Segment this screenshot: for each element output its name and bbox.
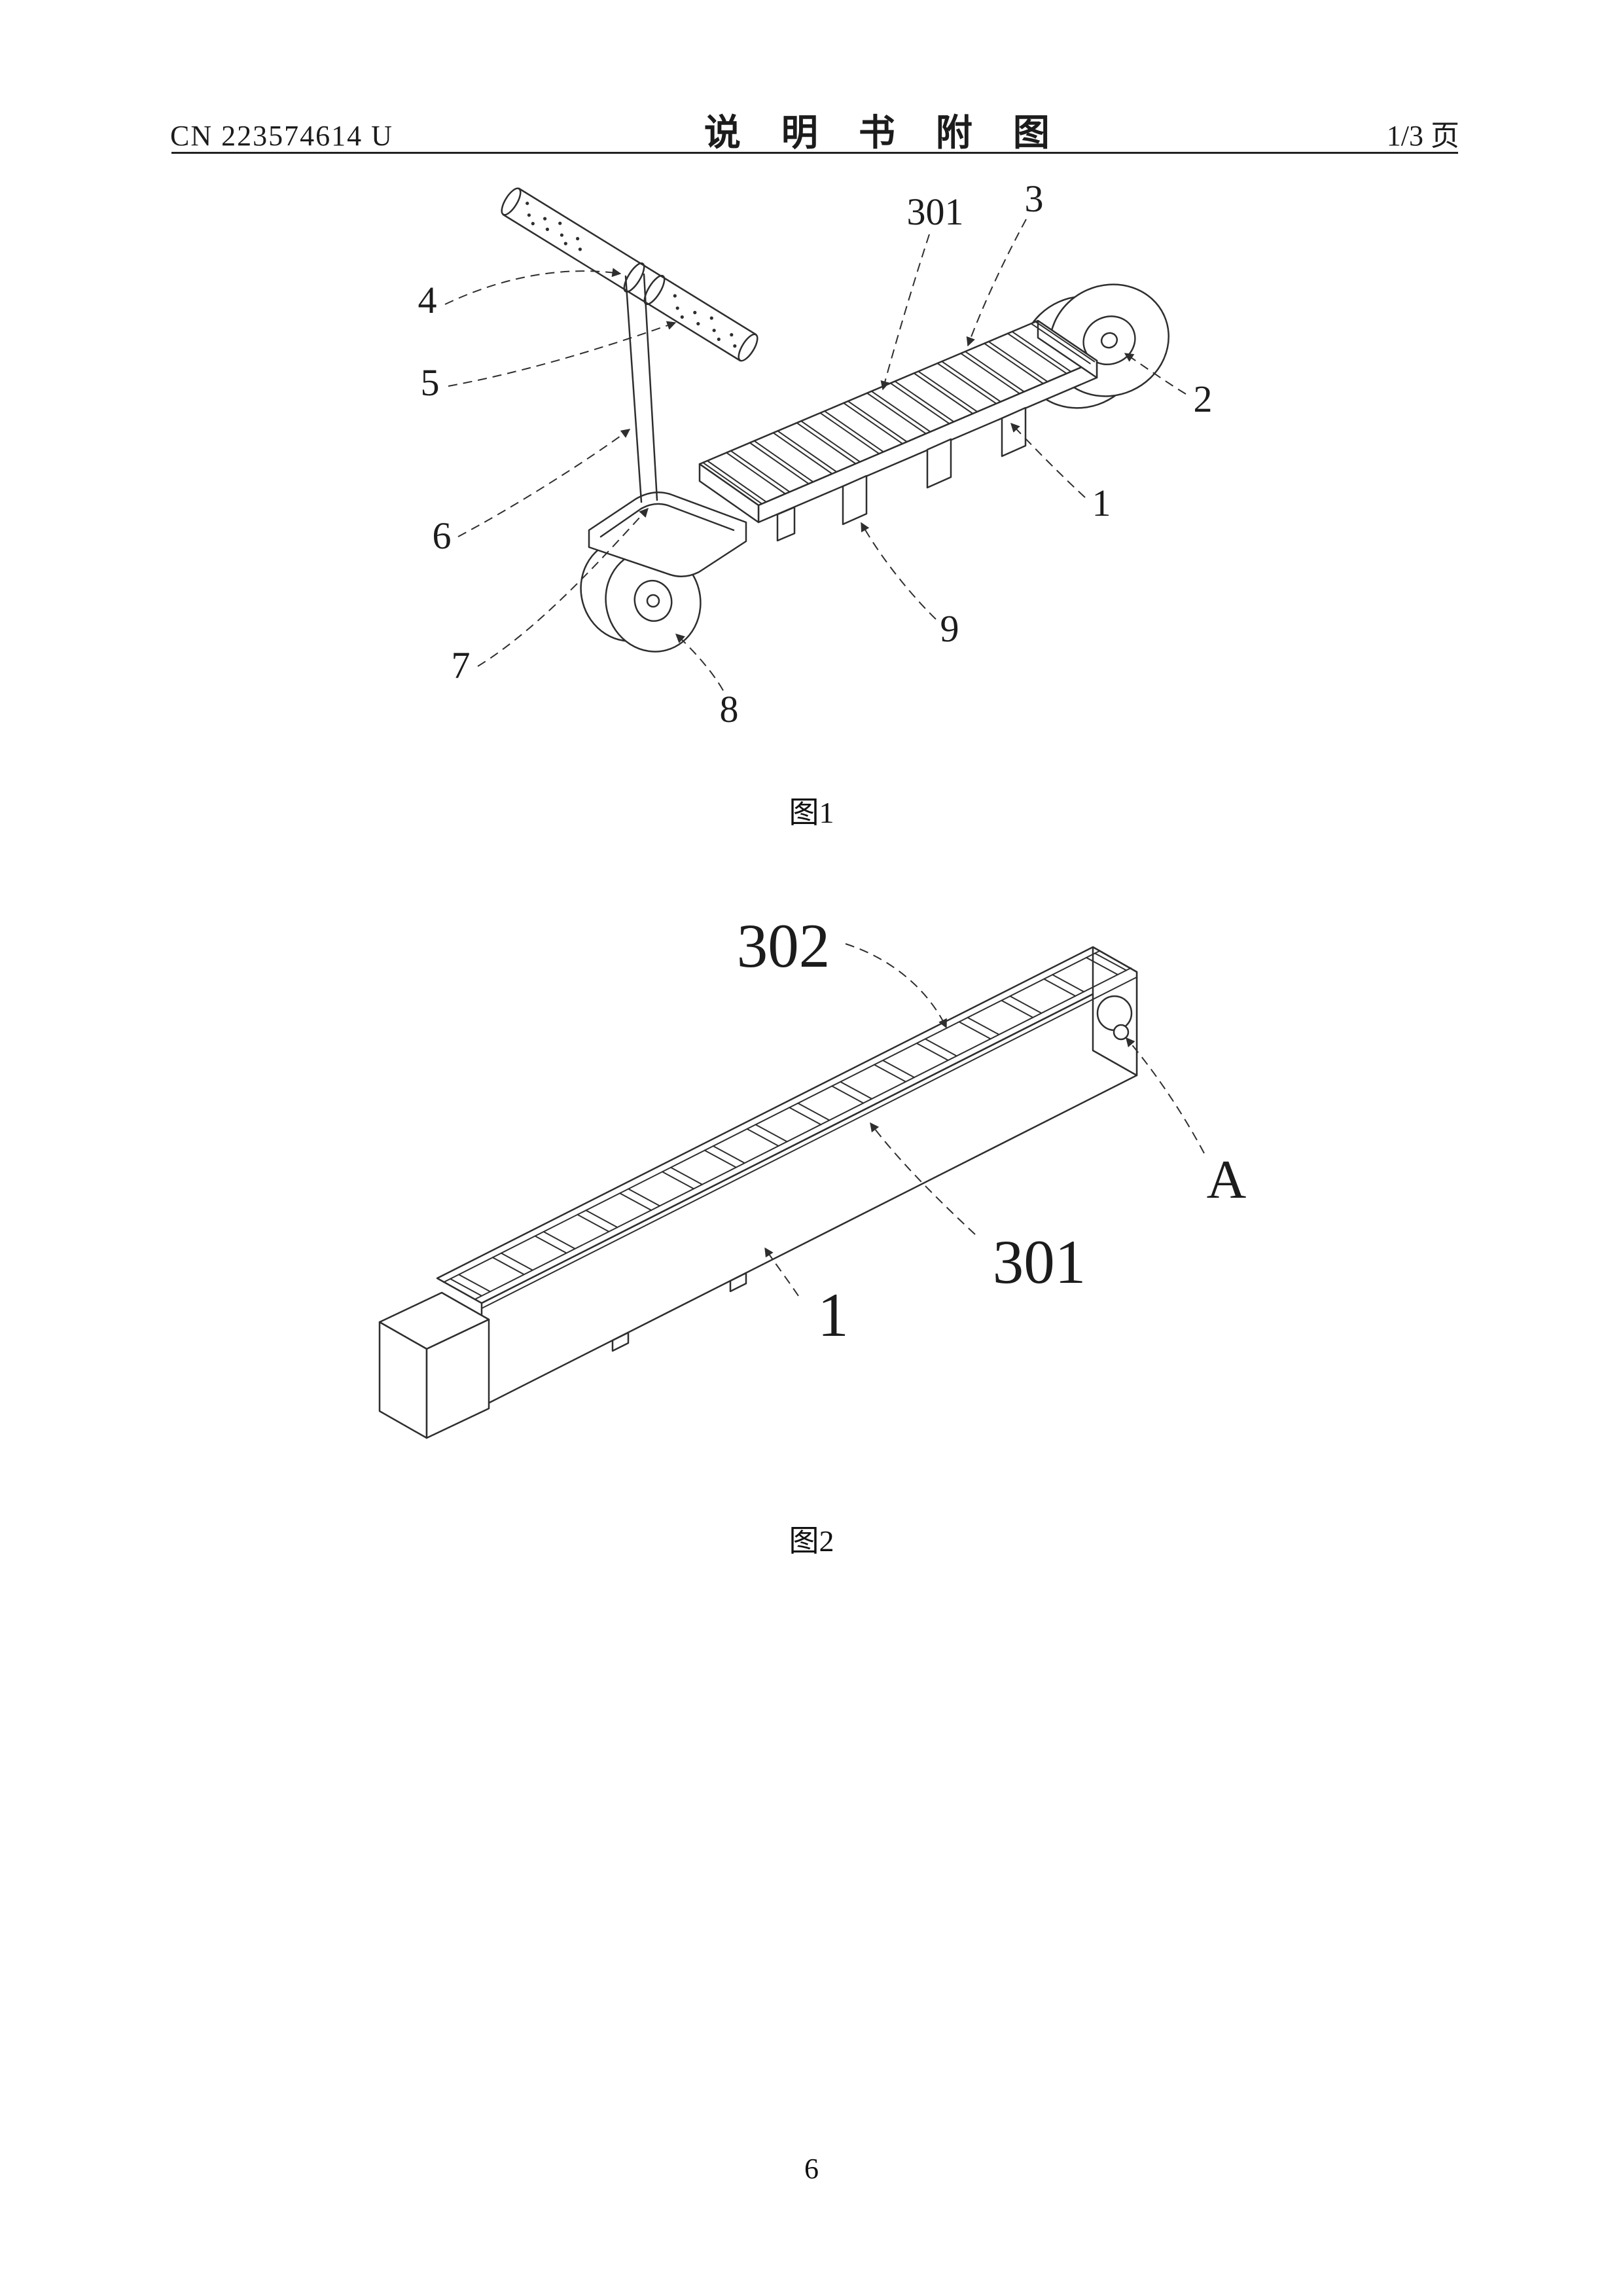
fig1-leader-2 [1124, 353, 1186, 395]
left-grip-texture [526, 202, 582, 251]
fig1-leader-301 [880, 234, 930, 391]
fig2-label-302: 302 [737, 911, 830, 980]
fig1-label-7: 7 [452, 644, 471, 687]
page-header: CN 223574614 U 说明书附图 1/3 页 [170, 103, 1459, 156]
fig1-leader-8 [675, 634, 724, 691]
page-indicator: 1/3 页 [1386, 120, 1459, 152]
ladder-rungs [450, 952, 1127, 1297]
fig1-label-3: 3 [1025, 177, 1044, 220]
ramp-beam [436, 946, 1138, 1408]
handlebar [501, 187, 758, 362]
fig1-leader-5 [448, 321, 677, 387]
steering-stem [624, 273, 658, 503]
fig2-label-1: 1 [817, 1280, 849, 1350]
end-block [378, 1291, 490, 1439]
fig1-leader-7 [477, 507, 649, 667]
deck-slats [702, 321, 1096, 505]
fig1-label-5: 5 [421, 361, 440, 404]
fig1-label-301: 301 [907, 190, 964, 233]
deck [698, 319, 1098, 524]
end-roller-detail [1096, 995, 1133, 1041]
fig1-label-1: 1 [1092, 482, 1111, 524]
figure2-caption: 图2 [789, 1524, 834, 1558]
figure2-drawing: 302 A 301 1 [378, 911, 1247, 1439]
fig2-leader-A [1126, 1037, 1205, 1154]
fig1-leader-3 [966, 219, 1027, 347]
fig2-label-A: A [1207, 1149, 1247, 1210]
fig1-leader-4 [444, 268, 622, 305]
fig2-leader-1 [764, 1247, 799, 1297]
fig1-leader-9 [861, 522, 936, 620]
fig1-label-2: 2 [1194, 378, 1213, 420]
header-rule [171, 152, 1458, 154]
document-title: 说明书附图 [704, 113, 1090, 154]
fig1-leader-6 [457, 429, 631, 537]
figure1-drawing: 4 5 6 7 8 9 301 3 2 1 [418, 177, 1213, 730]
fig1-label-8: 8 [720, 688, 739, 730]
fig1-leader-1 [1010, 422, 1086, 498]
figure1-caption: 图1 [789, 796, 834, 829]
fig2-leader-302 [845, 943, 947, 1029]
fig1-label-6: 6 [433, 514, 452, 557]
fig2-label-301: 301 [993, 1227, 1086, 1297]
right-grip-texture [673, 294, 737, 348]
fig1-label-4: 4 [418, 279, 437, 321]
page-number: 6 [804, 2153, 819, 2185]
stem-bracket [588, 491, 747, 577]
patent-number: CN 223574614 U [170, 120, 393, 152]
fig1-label-9: 9 [940, 607, 959, 650]
fig2-leader-301 [870, 1122, 976, 1235]
